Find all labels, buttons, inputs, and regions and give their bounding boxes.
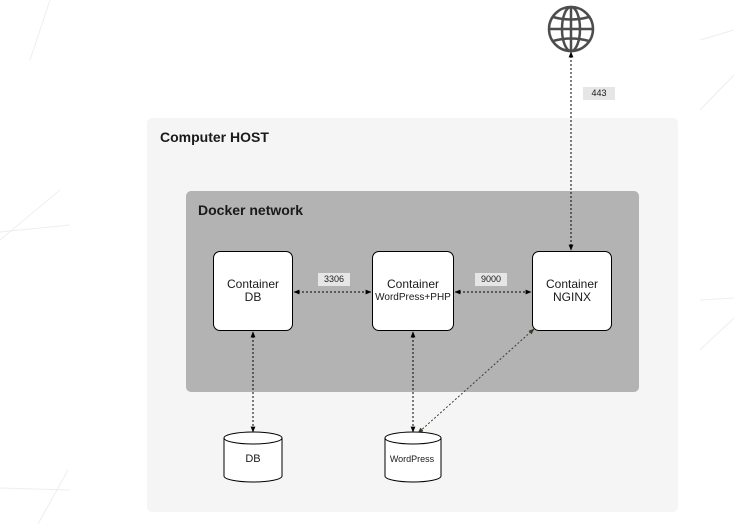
container-wordpress: Container WordPress+PHP: [372, 251, 454, 331]
port-label-9000: 9000: [475, 273, 507, 286]
connection-nginx-wordpress-storage: [417, 328, 535, 434]
docker-network-title: Docker network: [198, 202, 304, 218]
container-nginx: Container NGINX: [532, 251, 612, 331]
container-wordpress-line2: WordPress+PHP: [375, 292, 451, 303]
container-wordpress-line1: Container: [386, 277, 440, 291]
computer-host-title: Computer HOST: [160, 129, 269, 145]
db-storage-cylinder: [223, 431, 283, 483]
container-db: Container DB: [213, 251, 293, 331]
port-label-3306: 3306: [318, 273, 350, 286]
globe-icon: [547, 5, 595, 53]
container-db-line1: Container: [226, 277, 280, 291]
container-nginx-line1: Container: [545, 277, 599, 291]
container-nginx-line2: NGINX: [552, 290, 591, 304]
wordpress-storage-cylinder: [384, 431, 442, 483]
wordpress-storage-label: WordPress: [389, 454, 435, 464]
db-storage-label: DB: [245, 453, 261, 465]
port-label-443: 443: [583, 87, 615, 100]
container-db-line2: DB: [244, 290, 262, 304]
